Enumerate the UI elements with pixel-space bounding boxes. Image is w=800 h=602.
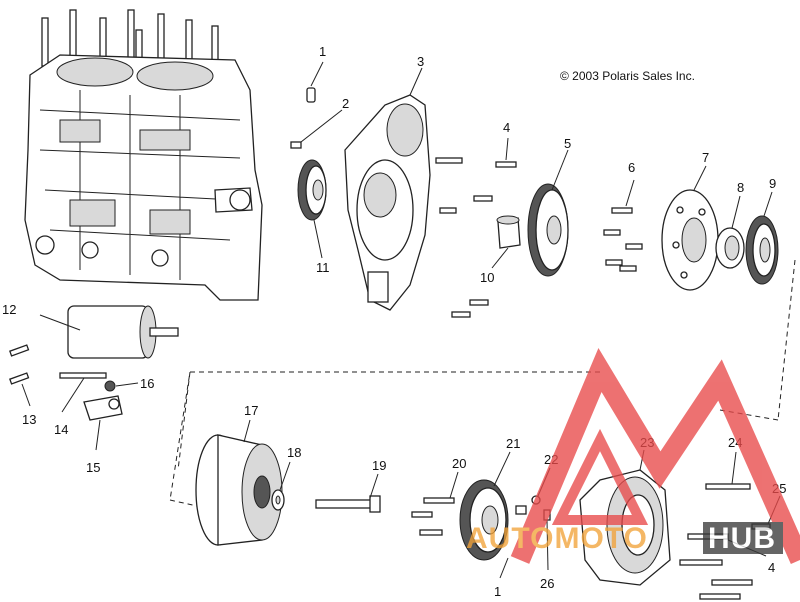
part-17-flywheel xyxy=(195,419,283,546)
part-19-long-bolt xyxy=(315,473,381,513)
part-21-stator xyxy=(459,451,511,561)
callout-11: 11 xyxy=(316,260,330,275)
part-18-washer xyxy=(271,461,291,511)
part-13-bolts xyxy=(9,344,31,407)
callout-6: 6 xyxy=(628,160,635,175)
callout-4-bottom: 4 xyxy=(768,560,775,575)
callout-20: 20 xyxy=(452,456,466,471)
callout-16: 16 xyxy=(140,376,154,391)
part-20-screws xyxy=(411,471,459,536)
callout-9: 9 xyxy=(769,176,776,191)
part-11-drive-gear xyxy=(297,159,327,259)
watermark-triangle-icon xyxy=(510,347,800,565)
callout-14: 14 xyxy=(54,422,68,437)
callout-19: 19 xyxy=(372,458,386,473)
callout-17: 17 xyxy=(244,403,258,418)
callout-15: 15 xyxy=(86,460,100,475)
callout-10: 10 xyxy=(480,270,494,285)
part-6-bolts xyxy=(603,179,643,272)
part-14-rod xyxy=(59,372,107,413)
callout-26: 26 xyxy=(540,576,554,591)
callout-3: 3 xyxy=(417,54,424,69)
watermark-word-a: AUTOMOTO xyxy=(466,522,648,555)
part-2-key xyxy=(290,109,343,149)
callout-2: 2 xyxy=(342,96,349,111)
part-10-bushing xyxy=(491,215,521,269)
callout-18: 18 xyxy=(287,445,301,460)
part-3-case-cover xyxy=(344,67,431,311)
callout-1: 1 xyxy=(319,44,326,59)
watermark-word-b: HUB xyxy=(708,522,776,555)
part-16-nut xyxy=(104,380,139,392)
part-1-dowel-pin xyxy=(306,61,324,103)
callout-5: 5 xyxy=(564,136,571,151)
watermark-logo: AUTOMOTO HUB xyxy=(466,347,800,565)
copyright-text: © 2003 Polaris Sales Inc. xyxy=(560,69,695,83)
part-7-plate xyxy=(661,165,719,291)
part-8-ring xyxy=(715,195,745,269)
callout-12: 12 xyxy=(2,302,16,317)
part-4-bolts xyxy=(435,137,517,318)
part-5-idler-gear xyxy=(527,149,569,277)
part-9-seal xyxy=(745,191,779,285)
callout-21: 21 xyxy=(506,436,520,451)
part-12-starter-motor xyxy=(39,305,179,359)
callout-4-top: 4 xyxy=(503,120,510,135)
part-1-dowel-pin-bottom xyxy=(499,505,527,579)
engine-block xyxy=(24,9,263,301)
callout-1-bottom: 1 xyxy=(494,584,501,599)
callout-7: 7 xyxy=(702,150,709,165)
callout-13: 13 xyxy=(22,412,36,427)
callout-8: 8 xyxy=(737,180,744,195)
part-15-clamp xyxy=(83,395,123,451)
